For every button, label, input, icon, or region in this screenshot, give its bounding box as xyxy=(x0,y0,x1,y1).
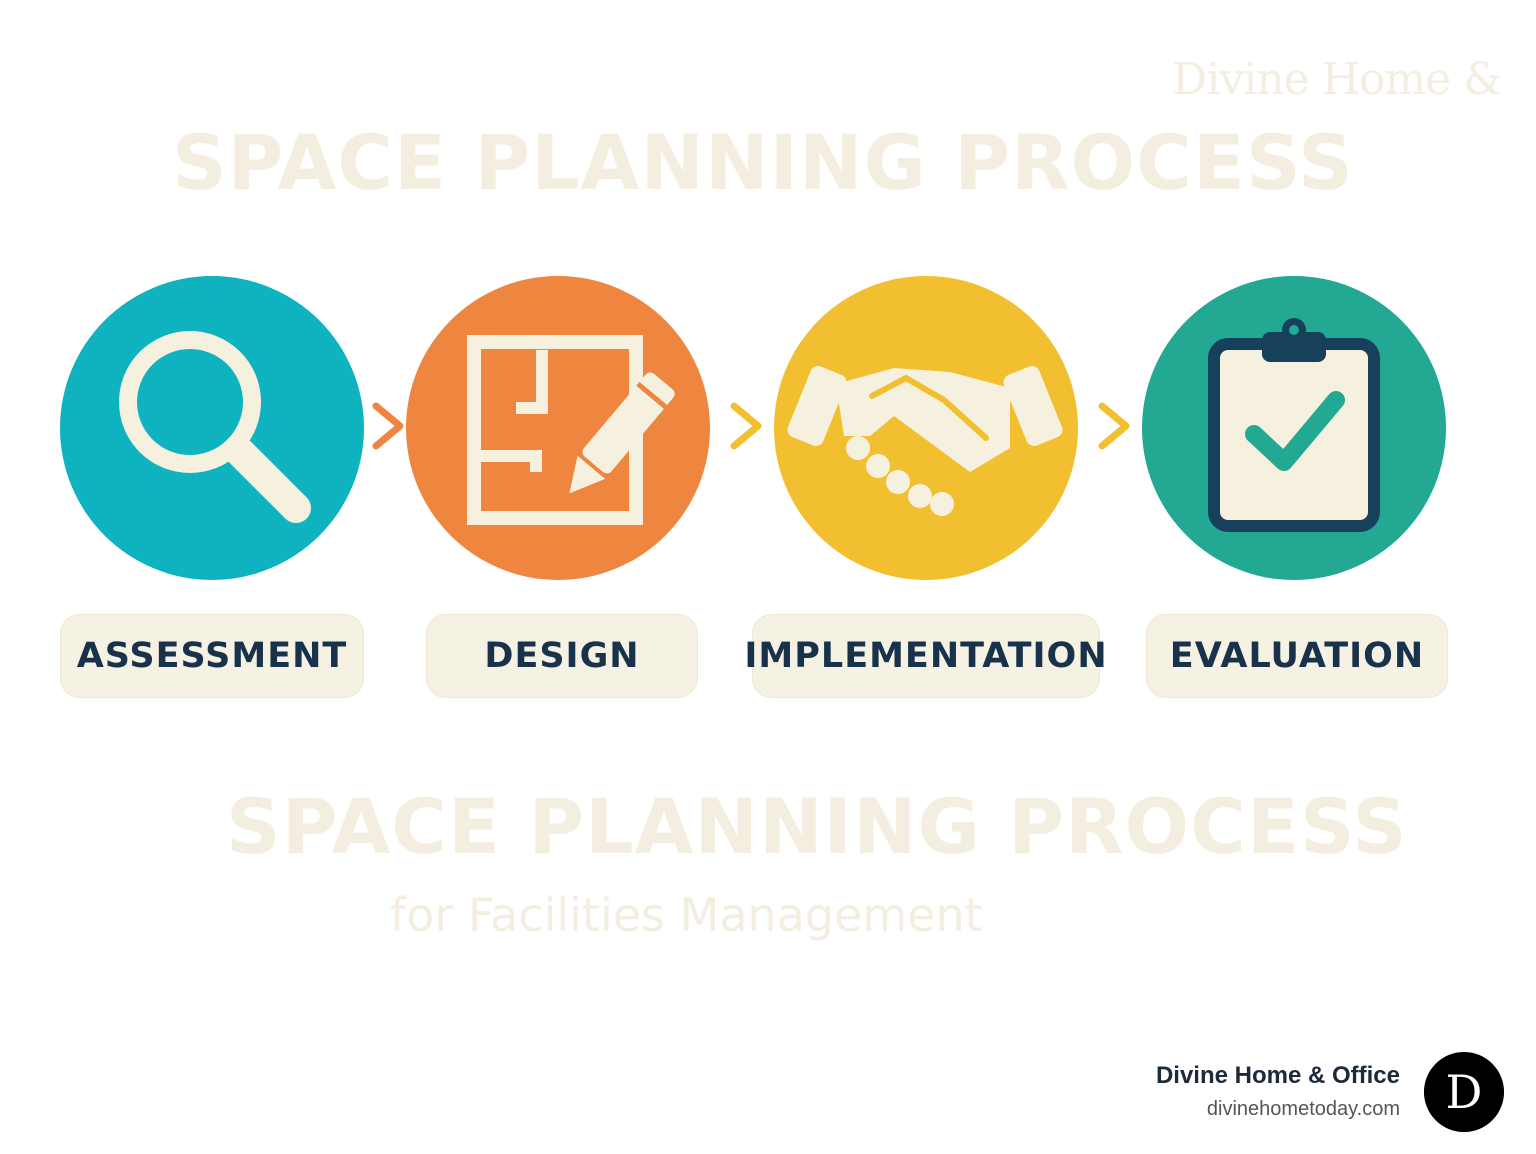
magnifier-icon xyxy=(60,276,364,580)
header-brand-ghost: Divine Home & xyxy=(1172,54,1502,105)
footer-url: divinehometoday.com xyxy=(1206,1098,1400,1120)
step-label-implementation: IMPLEMENTATION xyxy=(744,614,1107,698)
chevron-right-icon xyxy=(372,402,404,450)
footer-subtitle-ghost: for Facilities Management xyxy=(390,888,983,942)
chevron-right-icon xyxy=(1098,402,1130,450)
floorplan-pencil-icon xyxy=(406,276,710,580)
handshake-icon xyxy=(774,276,1078,580)
step-label-design: DESIGN xyxy=(426,614,698,698)
brand-logo-icon: D xyxy=(1424,1052,1504,1132)
step-design-circle xyxy=(406,276,710,580)
step-label-evaluation: EVALUATION xyxy=(1146,614,1448,698)
header-title-ghost: SPACE PLANNING PROCESS xyxy=(172,118,1354,207)
footer-title-ghost: SPACE PLANNING PROCESS xyxy=(226,782,1408,871)
step-implementation-circle xyxy=(774,276,1078,580)
step-evaluation-circle xyxy=(1142,276,1446,580)
step-assessment-circle xyxy=(60,276,364,580)
logo-letter: D xyxy=(1446,1065,1483,1119)
footer-brand-name: Divine Home & Office xyxy=(1155,1062,1400,1089)
clipboard-check-icon xyxy=(1142,276,1446,580)
step-label-assessment: ASSESSMENT xyxy=(60,614,364,698)
chevron-right-icon xyxy=(730,402,762,450)
